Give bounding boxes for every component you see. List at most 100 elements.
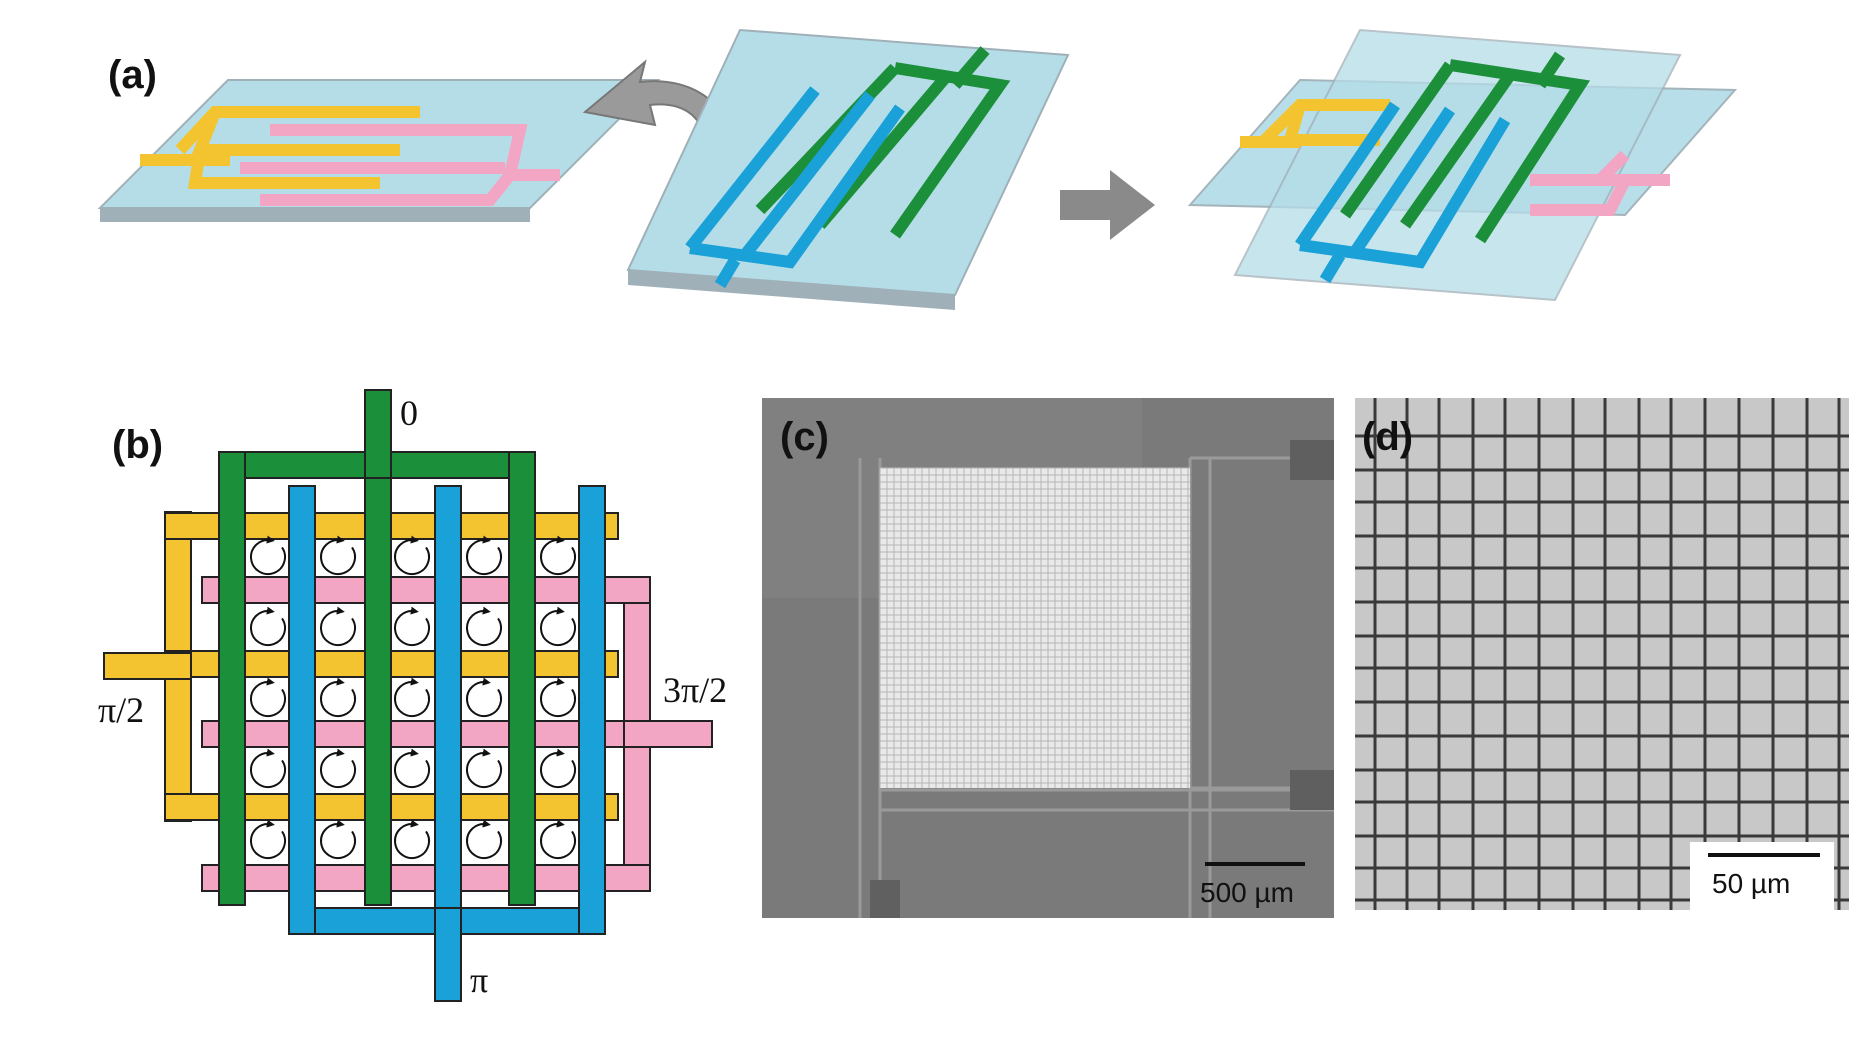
green-finger <box>508 451 536 906</box>
rotation-arc <box>394 677 430 717</box>
assembled-green <box>1340 51 1591 244</box>
rotation-arc <box>320 819 356 859</box>
blue-finger <box>578 485 606 935</box>
rotation-arc <box>466 819 502 859</box>
phase-label-right: 3π/2 <box>663 670 727 710</box>
sem-pad-left <box>870 880 900 918</box>
rotation-arc <box>250 535 286 575</box>
rotation-arc <box>394 748 430 788</box>
clockwise-rotation-icon <box>540 677 576 717</box>
rotation-arc <box>320 535 356 575</box>
sem-pad-bottom <box>1290 770 1334 810</box>
panel-a-label: (a) <box>108 53 157 97</box>
rotation-arc <box>466 535 502 575</box>
scale-bar-d-text: 50 µm <box>1712 868 1790 899</box>
clockwise-rotation-icon <box>320 748 356 788</box>
assembled-yellow <box>1240 99 1390 148</box>
blue-electrode <box>685 86 905 289</box>
panel-b-label: (b) <box>112 423 163 467</box>
clockwise-rotation-icon <box>540 535 576 575</box>
pink-electrode <box>240 124 560 206</box>
clockwise-rotation-icon <box>466 748 502 788</box>
blue-finger <box>434 485 462 935</box>
rotation-arc <box>394 606 430 646</box>
phase-label-left: π/2 <box>98 690 144 730</box>
rotation-arc <box>540 535 576 575</box>
green-finger <box>218 451 246 906</box>
yellow-electrode <box>140 106 420 189</box>
phase-label-bottom: π <box>470 960 488 1000</box>
middle-substrate-edge <box>628 270 955 310</box>
rotation-arc <box>540 606 576 646</box>
sem-pad-top <box>1290 440 1334 480</box>
clockwise-rotation-icon <box>250 748 286 788</box>
sem-grid-lines <box>879 467 1190 788</box>
clockwise-rotation-icon <box>394 748 430 788</box>
clockwise-rotation-icon <box>320 535 356 575</box>
middle-substrate <box>626 28 1070 297</box>
green-finger <box>364 451 392 906</box>
clockwise-rotation-icon <box>250 677 286 717</box>
rotation-arc <box>466 748 502 788</box>
pink-feed <box>623 720 713 748</box>
pink-finger <box>201 864 651 892</box>
clockwise-rotation-icon <box>320 819 356 859</box>
pink-finger <box>201 576 651 604</box>
panel-c-label: (c) <box>780 415 829 459</box>
rotation-arc <box>540 677 576 717</box>
rotation-arc <box>394 535 430 575</box>
clockwise-rotation-icon <box>466 819 502 859</box>
rotation-arc <box>540 748 576 788</box>
left-substrate-group <box>97 79 661 222</box>
scale-bar-c-text: 500 µm <box>1200 877 1294 908</box>
left-substrate-edge <box>100 208 530 222</box>
rotation-arc <box>320 748 356 788</box>
rotation-arc <box>250 677 286 717</box>
clockwise-rotation-icon <box>540 748 576 788</box>
sem-grid-square <box>880 468 1190 788</box>
micrograph-grid-lines <box>1355 398 1849 910</box>
rotation-arc <box>394 819 430 859</box>
assembled-substrate-group <box>1187 28 1738 302</box>
clockwise-rotation-icon <box>250 535 286 575</box>
blue-feed <box>434 907 462 1002</box>
rotation-arc <box>320 677 356 717</box>
clockwise-rotation-icon <box>250 606 286 646</box>
clockwise-rotation-icon <box>540 606 576 646</box>
clockwise-rotation-icon <box>466 535 502 575</box>
middle-substrate-group <box>626 28 1070 310</box>
panel-c: 500 µm (c) <box>762 398 1334 918</box>
clockwise-rotation-icon <box>320 677 356 717</box>
rotation-arc <box>466 677 502 717</box>
rotation-arc <box>250 606 286 646</box>
panel-b: (b) 0 π/2 π 3π/2 <box>98 389 727 1002</box>
assembled-pink <box>1530 150 1670 216</box>
phase-label-top: 0 <box>400 393 418 433</box>
clockwise-rotation-icon <box>320 606 356 646</box>
green-feed <box>364 389 392 479</box>
panel-d: 50 µm (d) <box>1355 398 1849 910</box>
clockwise-rotation-icon <box>466 677 502 717</box>
right-arrow-icon <box>1060 170 1155 240</box>
panel-a: (a) <box>97 28 1738 310</box>
panel-d-label: (d) <box>1362 415 1413 459</box>
pink-finger <box>201 720 651 748</box>
clockwise-rotation-icon <box>250 819 286 859</box>
clockwise-rotation-icon <box>394 606 430 646</box>
rotation-arc <box>250 819 286 859</box>
electrode-schematic <box>103 389 713 1002</box>
clockwise-rotation-icon <box>394 819 430 859</box>
rotation-arc <box>466 606 502 646</box>
rotation-arc <box>540 819 576 859</box>
blue-finger <box>288 485 316 935</box>
assembled-blue <box>1295 101 1511 284</box>
clockwise-rotation-icon <box>394 677 430 717</box>
yellow-feed <box>103 652 192 680</box>
rotation-arc <box>250 748 286 788</box>
rotation-arc <box>320 606 356 646</box>
clockwise-rotation-icon <box>540 819 576 859</box>
micrograph-background <box>1355 398 1849 910</box>
clockwise-rotation-icon <box>466 606 502 646</box>
clockwise-rotation-icon <box>394 535 430 575</box>
